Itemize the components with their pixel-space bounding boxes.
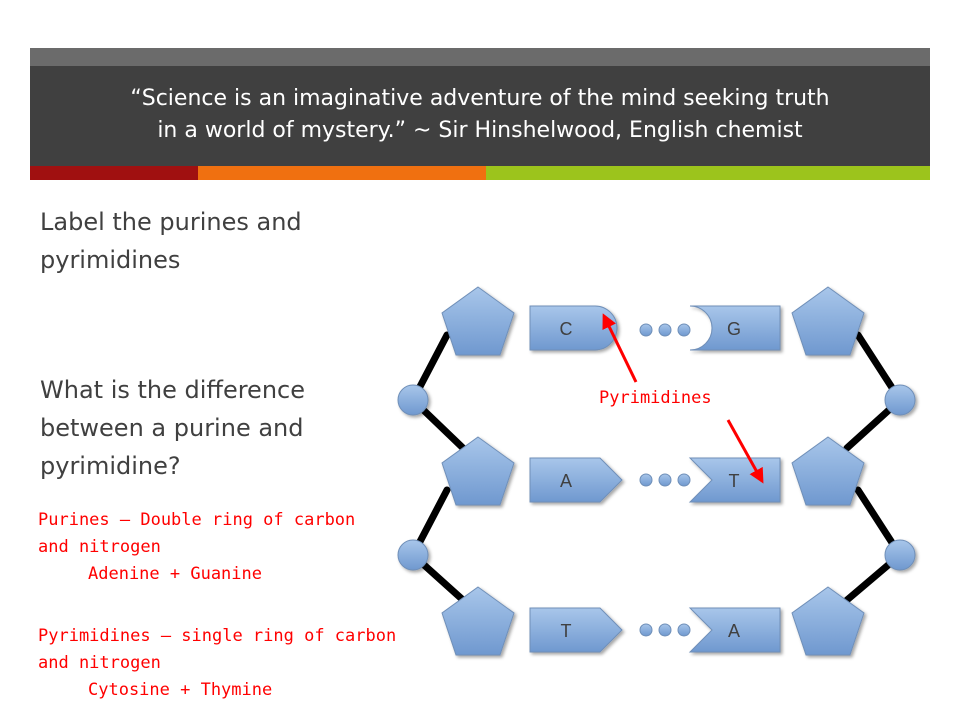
prompt-question-line-3: pyrimidine? (40, 452, 181, 480)
base-label: T (729, 471, 740, 491)
phosphate-circle (884, 539, 916, 571)
base-label: A (560, 471, 572, 491)
answer-purines-examples: Adenine + Guanine (88, 564, 262, 584)
header-accent-bar (30, 48, 930, 66)
sugar-pentagon (441, 436, 515, 506)
hydrogen-bond-dot (677, 623, 691, 637)
answer-pyrimidines-examples: Cytosine + Thymine (88, 680, 273, 700)
hydrogen-bond-dot (658, 623, 672, 637)
base-adenine-shape (529, 457, 623, 503)
phosphate-circle (397, 539, 429, 571)
hydrogen-bond-dot (639, 623, 653, 637)
hydrogen-bond-dot (639, 323, 653, 337)
hydrogen-bond-dot (639, 473, 653, 487)
sugar-pentagon (791, 586, 865, 656)
sugar-pentagon (791, 286, 865, 356)
prompt-question-line-1: What is the difference (40, 376, 305, 404)
sugar-pentagon (441, 286, 515, 356)
stripe-red (30, 166, 198, 180)
hydrogen-bond-dot (677, 473, 691, 487)
quote-line-2: in a world of mystery.” ~ Sir Hinshelwoo… (157, 118, 803, 143)
prompt-question: What is the difference between a purine … (40, 371, 305, 485)
pyrimidines-annotation: Pyrimidines (599, 388, 712, 408)
answer-purines-line-2: and nitrogen (38, 537, 161, 557)
answer-purines-line-1: Purines – Double ring of carbon (38, 510, 356, 530)
base-cytosine-shape (529, 305, 618, 351)
prompt-question-line-2: between a purine and (40, 414, 304, 442)
base-adenine-shape (688, 607, 781, 653)
hydrogen-bond-dot (658, 473, 672, 487)
annotation-arrow-c (602, 313, 638, 383)
answer-pyrimidines-line-2: and nitrogen (38, 653, 161, 673)
prompt-label-line-2: pyrimidines (40, 246, 181, 274)
hydrogen-bond-dot (677, 323, 691, 337)
sugar-pentagon (791, 436, 865, 506)
base-thymine-shape (529, 607, 623, 653)
hydrogen-bond-dot (658, 323, 672, 337)
answer-purines: Purines – Double ring of carbon and nitr… (38, 507, 355, 588)
header-banner: “Science is an imaginative adventure of … (30, 66, 930, 166)
prompt-label: Label the purines and pyrimidines (40, 203, 302, 279)
sugar-pentagon (441, 586, 515, 656)
header-quote: “Science is an imaginative adventure of … (30, 83, 930, 147)
phosphate-circle (397, 384, 429, 416)
base-label: C (560, 319, 573, 339)
stripe-green (486, 166, 930, 180)
base-label: A (728, 621, 740, 641)
phosphate-circle (884, 384, 916, 416)
answer-pyrimidines-line-1: Pyrimidines – single ring of carbon (38, 626, 397, 646)
annotation-arrow-t (726, 419, 764, 484)
answer-pyrimidines: Pyrimidines – single ring of carbon and … (38, 623, 396, 704)
base-label: T (561, 621, 572, 641)
base-label: G (727, 319, 741, 339)
quote-line-1: “Science is an imaginative adventure of … (130, 86, 830, 111)
prompt-label-line-1: Label the purines and (40, 208, 302, 236)
stripe-orange (198, 166, 486, 180)
base-guanine-shape (689, 305, 781, 351)
